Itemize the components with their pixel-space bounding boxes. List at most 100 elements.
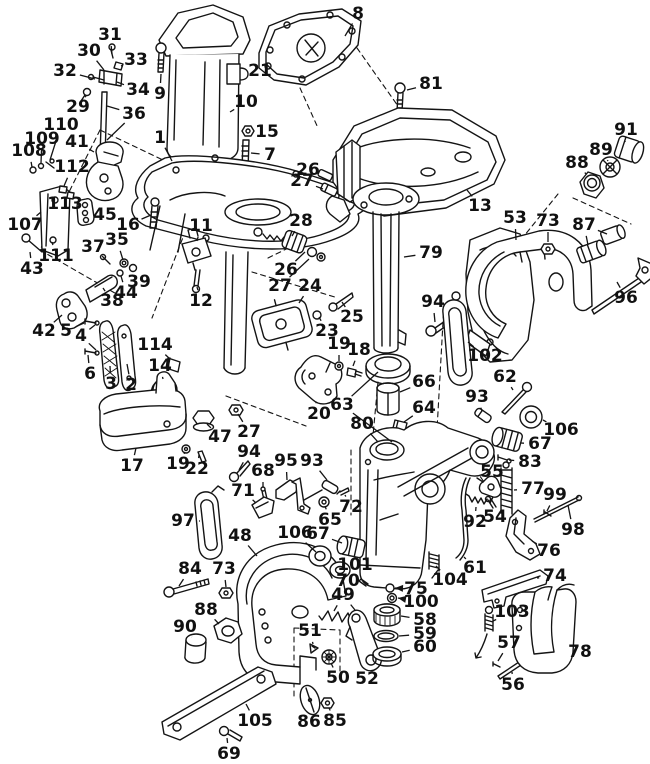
line-art — [21, 4, 650, 742]
part-label-33-2: 33 — [124, 50, 148, 70]
bolt-9 — [155, 42, 167, 73]
leader-line-64 — [403, 415, 414, 423]
leader-line-84 — [178, 578, 185, 587]
washer-101 — [329, 561, 351, 579]
leader-line-6 — [87, 354, 90, 364]
leader-line-30 — [96, 60, 105, 71]
spring-92 — [465, 493, 488, 505]
leader-line-17 — [133, 447, 137, 456]
part-label-38-33: 38 — [100, 291, 124, 311]
part-label-93-68: 93 — [465, 387, 489, 407]
leader-line-37 — [101, 255, 105, 259]
leader-line-27 — [289, 258, 310, 278]
leader-arrowhead-75 — [395, 584, 404, 592]
leader-line-33 — [120, 64, 123, 67]
part-label-80-58: 80 — [350, 414, 374, 434]
lever-41 — [85, 141, 124, 202]
part-label-88-17: 88 — [565, 153, 589, 173]
leader-line-107 — [36, 211, 42, 217]
part-label-45-27: 45 — [93, 205, 117, 225]
part-label-110-18: 110 — [43, 115, 79, 135]
driveshaft-housing — [158, 4, 251, 164]
seal-60 — [372, 646, 402, 667]
gasket-8 — [258, 8, 362, 86]
part-label-87-63: 87 — [572, 215, 596, 235]
leader-line-47 — [206, 423, 212, 429]
screw-22 — [197, 450, 207, 463]
part-label-22-90: 22 — [185, 459, 209, 479]
part-label-75-110: 75 — [404, 579, 428, 599]
leader-line-27 — [237, 413, 244, 423]
leader-line-29 — [84, 95, 87, 98]
part-label-71-95: 71 — [231, 481, 255, 501]
small-hw-left — [21, 158, 75, 253]
part-label-26-47: 26 — [274, 260, 298, 280]
part-label-16-28: 16 — [116, 215, 140, 235]
part-label-64-57: 64 — [412, 398, 436, 418]
leader-line-36 — [106, 122, 126, 141]
swivel-tube-79 — [352, 182, 420, 354]
leader-line-106 — [542, 419, 547, 423]
part-label-96-64: 96 — [614, 288, 638, 308]
leader-line-50 — [330, 662, 334, 668]
leader-line-93 — [480, 407, 483, 412]
part-label-103-82: 103 — [494, 602, 530, 622]
leader-line-26 — [294, 251, 306, 262]
oring-59 — [373, 629, 399, 643]
part-label-27-48: 27 — [268, 276, 292, 296]
leader-line-69 — [226, 737, 229, 744]
bolt-81 — [394, 82, 406, 113]
part-label-101-102: 101 — [337, 555, 373, 575]
bushing-90 — [184, 633, 207, 664]
wire-61 — [455, 477, 471, 561]
leader-line-105 — [245, 703, 250, 711]
leader-line-62 — [510, 386, 514, 391]
part-label-19-89: 19 — [166, 454, 190, 474]
part-label-27-43: 27 — [290, 171, 314, 191]
part-label-113-23: 113 — [47, 194, 83, 214]
part-label-83-71: 83 — [518, 452, 542, 472]
leader-line-65 — [324, 505, 327, 510]
leader-line-87 — [585, 235, 589, 246]
leader-line-19 — [183, 451, 186, 455]
part-label-65-96: 65 — [318, 510, 342, 530]
part-label-9-7: 9 — [154, 84, 166, 104]
part-label-5-35: 5 — [60, 321, 72, 341]
pin-54 — [484, 495, 497, 509]
part-label-55-72: 55 — [480, 462, 504, 482]
leader-line-81 — [406, 87, 417, 91]
part-label-94-65: 94 — [421, 292, 445, 312]
part-label-106-100: 106 — [277, 523, 313, 543]
leader-line-94 — [433, 312, 436, 323]
disc-86 — [299, 684, 321, 716]
leader-line-110 — [49, 135, 59, 161]
part-label-86-117: 86 — [297, 712, 321, 732]
leader-line-27 — [315, 185, 324, 190]
nut-88 — [579, 171, 605, 199]
leader-line-9 — [159, 73, 162, 84]
part-label-106-69: 106 — [543, 420, 579, 440]
part-label-107-24: 107 — [7, 215, 43, 235]
part-label-102-66: 102 — [467, 346, 503, 366]
leader-line-5 — [75, 322, 85, 328]
part-label-90-107: 90 — [173, 617, 197, 637]
part-label-19-52: 19 — [327, 334, 351, 354]
part-label-8-10: 8 — [352, 4, 364, 24]
leader-line-51 — [311, 641, 314, 645]
part-label-25-50: 25 — [340, 307, 364, 327]
part-label-20-54: 20 — [307, 404, 331, 424]
part-label-52-116: 52 — [355, 669, 379, 689]
fitting-21 — [226, 63, 249, 85]
leader-line-72 — [344, 494, 347, 497]
leader-line-111 — [51, 241, 54, 246]
washer-19b — [181, 444, 191, 454]
part-label-67-70: 67 — [528, 434, 552, 454]
part-label-108-20: 108 — [11, 141, 47, 161]
part-label-84-104: 84 — [178, 559, 202, 579]
leader-line-94 — [238, 461, 244, 471]
part-label-1-14: 1 — [154, 128, 166, 148]
part-label-12-46: 12 — [189, 291, 213, 311]
part-label-73-105: 73 — [212, 559, 236, 579]
washer-65 — [318, 496, 330, 508]
